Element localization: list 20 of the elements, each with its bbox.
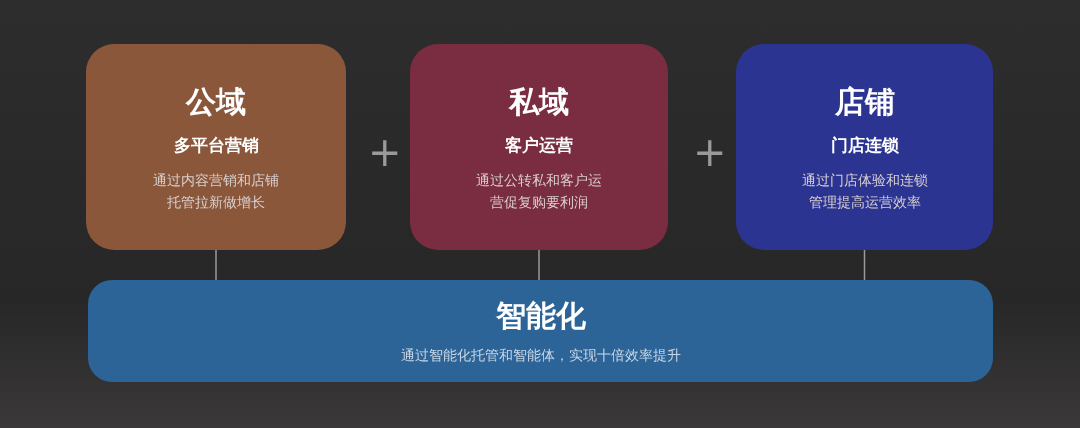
banner-title: 智能化 [495,297,586,335]
card-subtitle: 门店连锁 [830,134,899,157]
card-subtitle: 多平台营销 [173,134,259,157]
card-description: 通过门店体验和连锁管理提高运营效率 [800,171,929,212]
category-card [86,44,346,250]
plus-sign: + [368,132,402,172]
banner-subtitle: 通过智能化托管和智能体，实现十倍效率提升 [400,346,681,365]
card-description: 通过公转私和客户运营促复购要利润 [475,171,603,212]
card-title: 公域 [186,83,246,121]
plus-sign: + [693,132,727,172]
connector-line [863,249,866,281]
category-card [736,44,993,250]
card-title: 店铺 [834,83,895,121]
card-subtitle: 客户运营 [505,134,573,157]
card-description: 通过内容营销和店铺托管拉新做增长 [152,171,280,212]
card-title: 私域 [509,83,569,121]
connector-line [538,249,540,281]
category-card [410,44,668,250]
connector-line [215,249,217,281]
platform-banner [88,280,993,382]
